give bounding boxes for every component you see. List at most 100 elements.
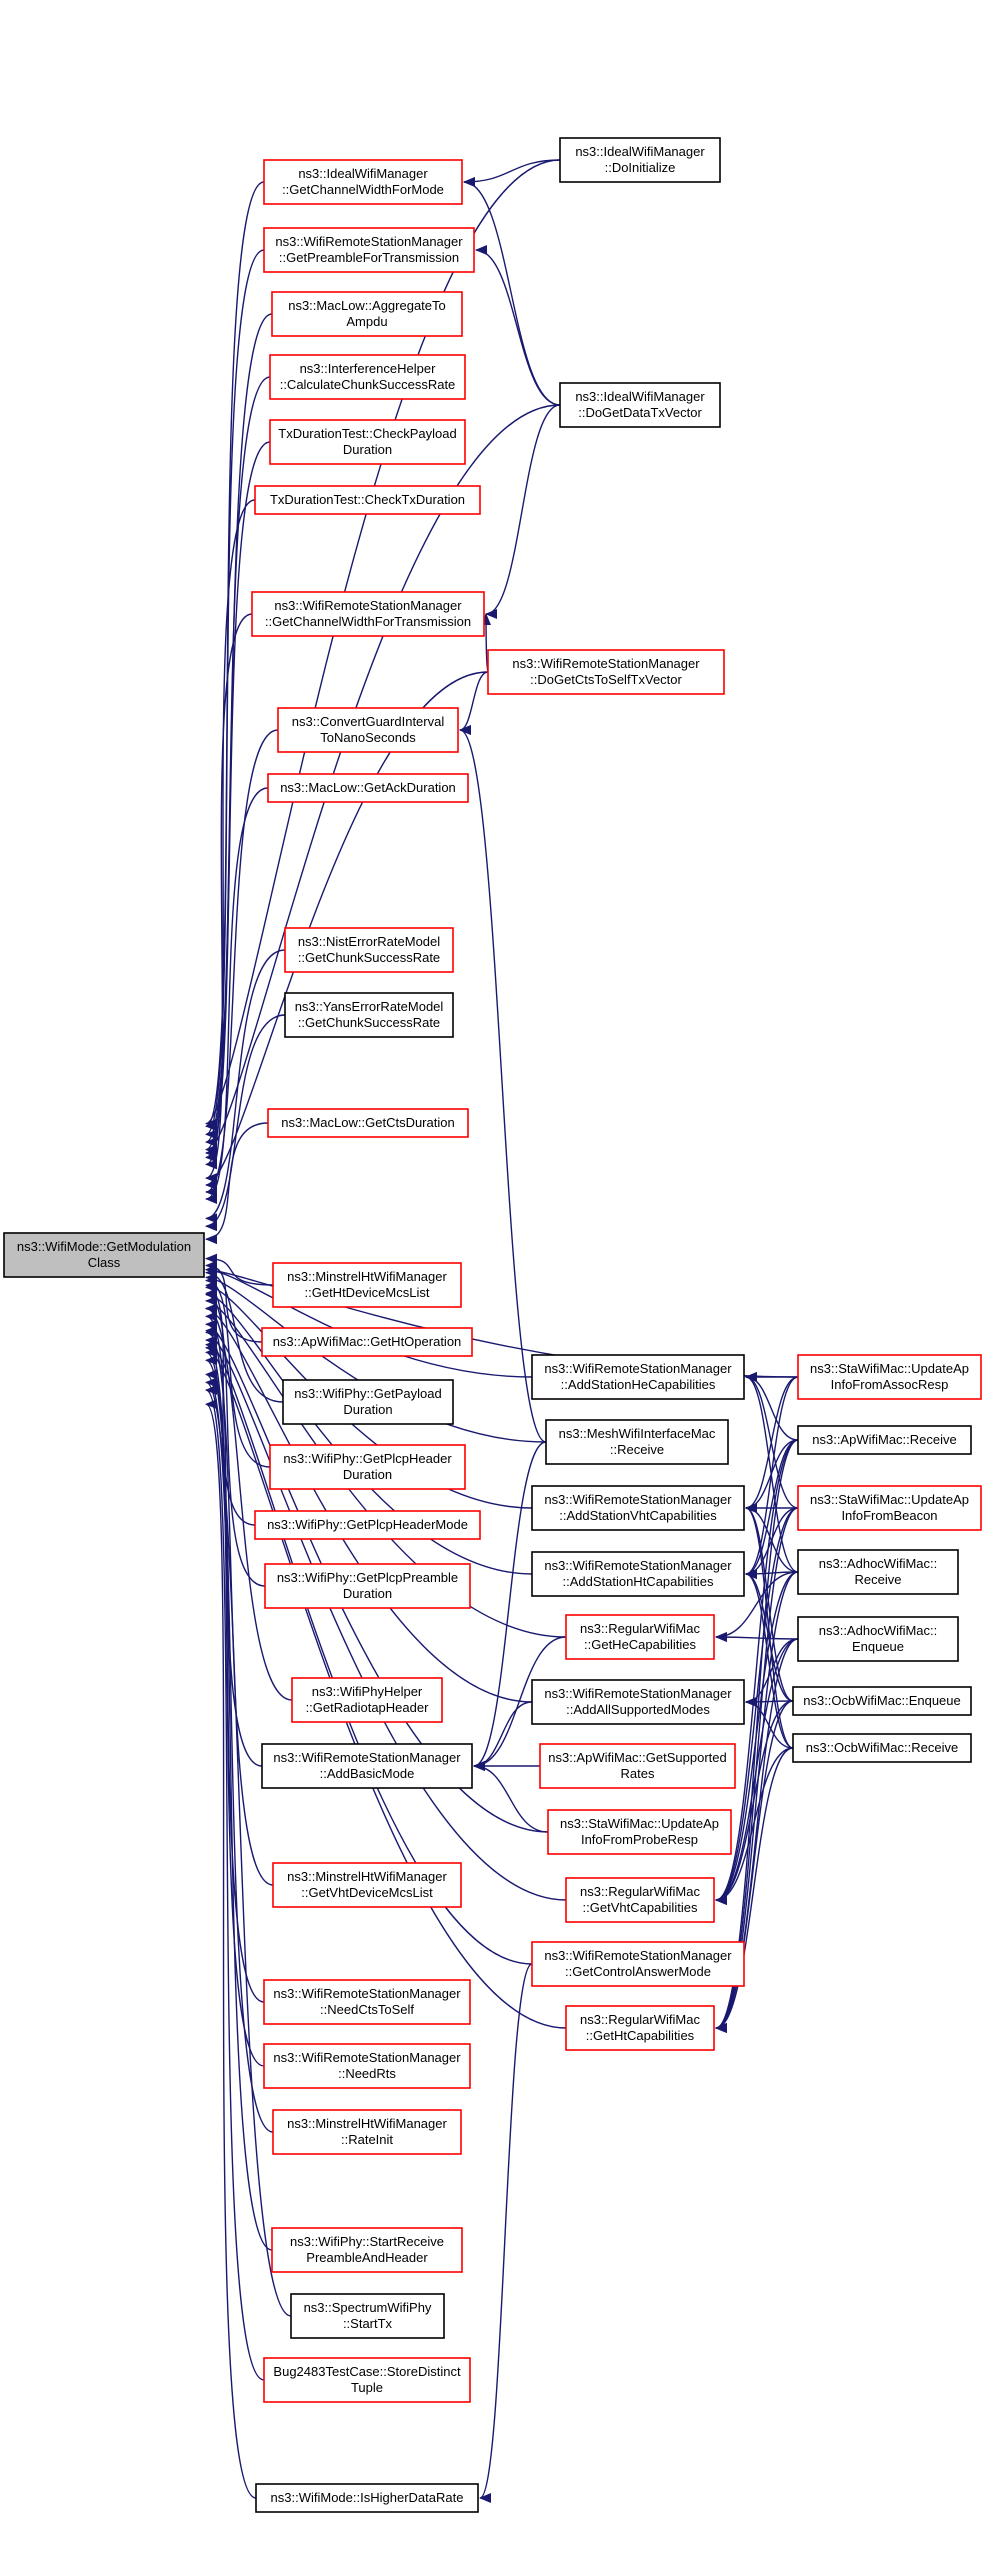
node-box[interactable] <box>531 1485 745 1531</box>
graph-node[interactable]: ns3::MeshWifiInterfaceMac::Receive <box>545 1419 729 1465</box>
graph-node[interactable]: ns3::IdealWifiManager::DoGetDataTxVector <box>559 382 721 428</box>
node-box[interactable] <box>797 1425 972 1455</box>
graph-node[interactable]: ns3::WifiRemoteStationManager::DoGetCtsT… <box>487 649 725 695</box>
graph-node[interactable]: ns3::StaWifiMac::UpdateApInfoFromAssocRe… <box>797 1354 982 1400</box>
node-box[interactable] <box>263 159 463 205</box>
node-box[interactable] <box>559 137 721 183</box>
graph-node[interactable]: ns3::MinstrelHtWifiManager::RateInit <box>272 2109 462 2155</box>
node-box[interactable] <box>254 485 481 515</box>
node-box[interactable] <box>264 1563 471 1609</box>
node-box[interactable] <box>797 1485 982 1531</box>
node-box[interactable] <box>263 2043 471 2089</box>
graph-node[interactable]: ns3::WifiRemoteStationManager::NeedRts <box>263 2043 471 2089</box>
node-box[interactable] <box>291 1677 443 1723</box>
graph-node[interactable]: ns3::AdhocWifiMac::Receive <box>797 1549 959 1595</box>
graph-node[interactable]: ns3::MinstrelHtWifiManager::GetVhtDevice… <box>272 1862 462 1908</box>
graph-node[interactable]: ns3::StaWifiMac::UpdateApInfoFromProbeRe… <box>547 1809 732 1855</box>
node-box[interactable] <box>272 1862 462 1908</box>
node-box[interactable] <box>272 2109 462 2155</box>
graph-node[interactable]: ns3::MinstrelHtWifiManager::GetHtDeviceM… <box>272 1262 462 1308</box>
graph-node[interactable]: ns3::WifiRemoteStationManager::AddStatio… <box>531 1551 745 1597</box>
node-box[interactable] <box>3 1232 205 1278</box>
node-box[interactable] <box>531 1941 745 1987</box>
node-box[interactable] <box>271 2227 463 2273</box>
node-box[interactable] <box>531 1551 745 1597</box>
graph-node[interactable]: ns3::WifiPhyHelper::GetRadiotapHeader <box>291 1677 443 1723</box>
graph-node[interactable]: ns3::WifiRemoteStationManager::GetContro… <box>531 1941 745 1987</box>
node-box[interactable] <box>487 649 725 695</box>
graph-node[interactable]: ns3::WifiRemoteStationManager::AddStatio… <box>531 1354 745 1400</box>
node-box[interactable] <box>797 1616 959 1662</box>
graph-node[interactable]: ns3::WifiRemoteStationManager::GetChanne… <box>251 591 485 637</box>
node-box[interactable] <box>565 1877 715 1923</box>
graph-node[interactable]: ns3::WifiMode::IsHigherDataRate <box>255 2483 479 2513</box>
node-box[interactable] <box>267 773 469 803</box>
node-box[interactable] <box>251 591 485 637</box>
node-box[interactable] <box>792 1686 972 1716</box>
node-box[interactable] <box>255 2483 479 2513</box>
node-box[interactable] <box>565 2005 715 2051</box>
graph-node[interactable]: ns3::OcbWifiMac::Receive <box>792 1733 972 1763</box>
node-box[interactable] <box>269 1444 466 1490</box>
node-box[interactable] <box>290 2293 445 2339</box>
node-box[interactable] <box>282 1379 454 1425</box>
node-box[interactable] <box>263 1979 471 2025</box>
node-box[interactable] <box>547 1809 732 1855</box>
graph-node[interactable]: ns3::WifiRemoteStationManager::NeedCtsTo… <box>263 1979 471 2025</box>
node-box[interactable] <box>269 419 466 465</box>
graph-node[interactable]: ns3::AdhocWifiMac::Enqueue <box>797 1616 959 1662</box>
graph-node[interactable]: ns3::WifiPhy::StartReceivePreambleAndHea… <box>271 2227 463 2273</box>
graph-node[interactable]: ns3::NistErrorRateModel::GetChunkSuccess… <box>284 927 454 973</box>
graph-node[interactable]: ns3::OcbWifiMac::Enqueue <box>792 1686 972 1716</box>
graph-node[interactable]: ns3::IdealWifiManager::DoInitialize <box>559 137 721 183</box>
graph-node[interactable]: TxDurationTest::CheckTxDuration <box>254 485 481 515</box>
node-box[interactable] <box>269 354 466 400</box>
node-box[interactable] <box>261 1327 473 1357</box>
node-box[interactable] <box>263 227 475 273</box>
graph-node[interactable]: ns3::WifiRemoteStationManager::AddBasicM… <box>261 1743 473 1789</box>
graph-node[interactable]: ns3::WifiRemoteStationManager::AddStatio… <box>531 1485 745 1531</box>
graph-node[interactable]: ns3::MacLow::GetCtsDuration <box>267 1108 469 1138</box>
node-box[interactable] <box>271 291 463 337</box>
graph-node[interactable]: ns3::WifiRemoteStationManager::AddAllSup… <box>531 1679 745 1725</box>
graph-node[interactable]: ns3::MacLow::GetAckDuration <box>267 773 469 803</box>
node-box[interactable] <box>263 2357 471 2403</box>
node-box[interactable] <box>565 1614 715 1660</box>
graph-node[interactable]: ns3::RegularWifiMac::GetHeCapabilities <box>565 1614 715 1660</box>
node-box[interactable] <box>797 1549 959 1595</box>
node-box[interactable] <box>545 1419 729 1465</box>
graph-node[interactable]: ns3::WifiPhy::GetPlcpHeaderMode <box>254 1510 481 1540</box>
graph-node[interactable]: ns3::SpectrumWifiPhy::StartTx <box>290 2293 445 2339</box>
node-box[interactable] <box>797 1354 982 1400</box>
graph-node[interactable]: ns3::RegularWifiMac::GetVhtCapabilities <box>565 1877 715 1923</box>
node-box[interactable] <box>531 1679 745 1725</box>
node-box[interactable] <box>272 1262 462 1308</box>
node-box[interactable] <box>261 1743 473 1789</box>
node-box[interactable] <box>284 992 454 1038</box>
graph-node[interactable]: ns3::ApWifiMac::GetHtOperation <box>261 1327 473 1357</box>
graph-node[interactable]: ns3::ApWifiMac::Receive <box>797 1425 972 1455</box>
graph-node[interactable]: ns3::RegularWifiMac::GetHtCapabilities <box>565 2005 715 2051</box>
node-box[interactable] <box>277 707 459 753</box>
graph-node[interactable]: ns3::InterferenceHelper::CalculateChunkS… <box>269 354 466 400</box>
node-box[interactable] <box>284 927 454 973</box>
node-box[interactable] <box>559 382 721 428</box>
node-box[interactable] <box>539 1743 736 1789</box>
node-box[interactable] <box>267 1108 469 1138</box>
node-box[interactable] <box>531 1354 745 1400</box>
graph-node[interactable]: ns3::WifiRemoteStationManager::GetPreamb… <box>263 227 475 273</box>
graph-node[interactable]: ns3::YansErrorRateModel::GetChunkSuccess… <box>284 992 454 1038</box>
node-box[interactable] <box>254 1510 481 1540</box>
node-box[interactable] <box>792 1733 972 1763</box>
graph-node[interactable]: ns3::IdealWifiManager::GetChannelWidthFo… <box>263 159 463 205</box>
